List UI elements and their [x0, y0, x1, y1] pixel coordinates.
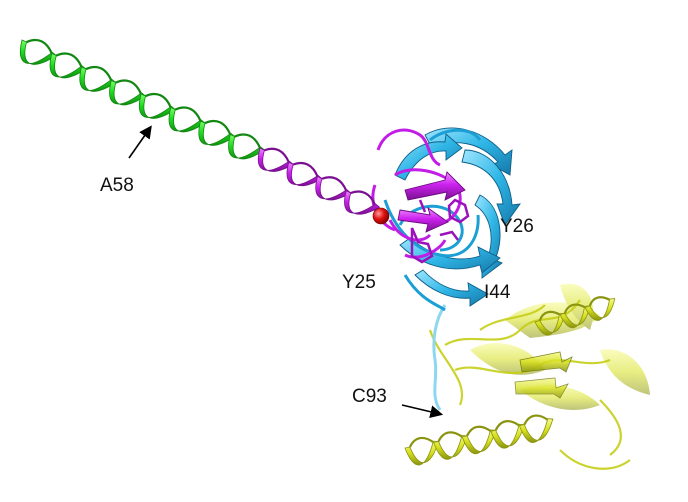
green-helix-back	[55, 52, 83, 68]
yellow-helix-a-turn	[404, 440, 440, 466]
magenta-helix-turn	[344, 190, 381, 215]
magenta-helix-back	[350, 190, 377, 206]
yellow-helix-a-back	[523, 414, 549, 426]
n-terminal-helix	[20, 38, 381, 215]
green-helix-back	[174, 106, 202, 122]
c93-arrow	[401, 404, 444, 419]
yellow-helix-a-back	[466, 425, 492, 437]
yellow-helix-a-turn	[433, 435, 468, 460]
label-y25: Y25	[342, 272, 376, 293]
yellow-helix-a-turn	[518, 418, 554, 443]
magenta-helix-turn	[315, 175, 352, 201]
green-helix-back	[204, 119, 232, 135]
magenta-helix-back	[321, 176, 348, 192]
yellow-helix-a-back	[408, 436, 435, 448]
yellow-helix-b-back	[538, 310, 561, 322]
label-y26: Y26	[500, 216, 534, 237]
magenta-helix-back	[264, 147, 290, 163]
linker-loop	[432, 304, 447, 411]
yellow-helix-b-back	[588, 296, 611, 307]
magenta-domain-overlay	[371, 128, 470, 264]
green-helix-back	[234, 133, 262, 149]
green-helix-back	[85, 65, 113, 81]
label-i44: I44	[484, 282, 511, 303]
yellow-helix-a-turn	[490, 423, 525, 449]
yellow-helix-b-turn	[584, 298, 616, 321]
green-helix-back	[26, 38, 53, 54]
label-c93: C93	[352, 386, 387, 407]
magenta-helix-turn	[257, 147, 294, 172]
yellow-helix-a-back	[494, 420, 521, 431]
a58-arrow	[128, 125, 152, 159]
label-a58: A58	[100, 175, 134, 196]
green-helix-back	[115, 79, 143, 95]
green-helix-back	[145, 92, 172, 108]
yellow-helix-b-back	[563, 303, 586, 314]
yellow-domain	[404, 283, 650, 470]
yellow-helix-a-turn	[461, 429, 497, 455]
magenta-helix-turn	[286, 161, 323, 187]
magenta-helix-back	[292, 161, 319, 177]
yellow-helix-a-back	[437, 431, 463, 442]
red-sphere-marker	[372, 207, 390, 225]
